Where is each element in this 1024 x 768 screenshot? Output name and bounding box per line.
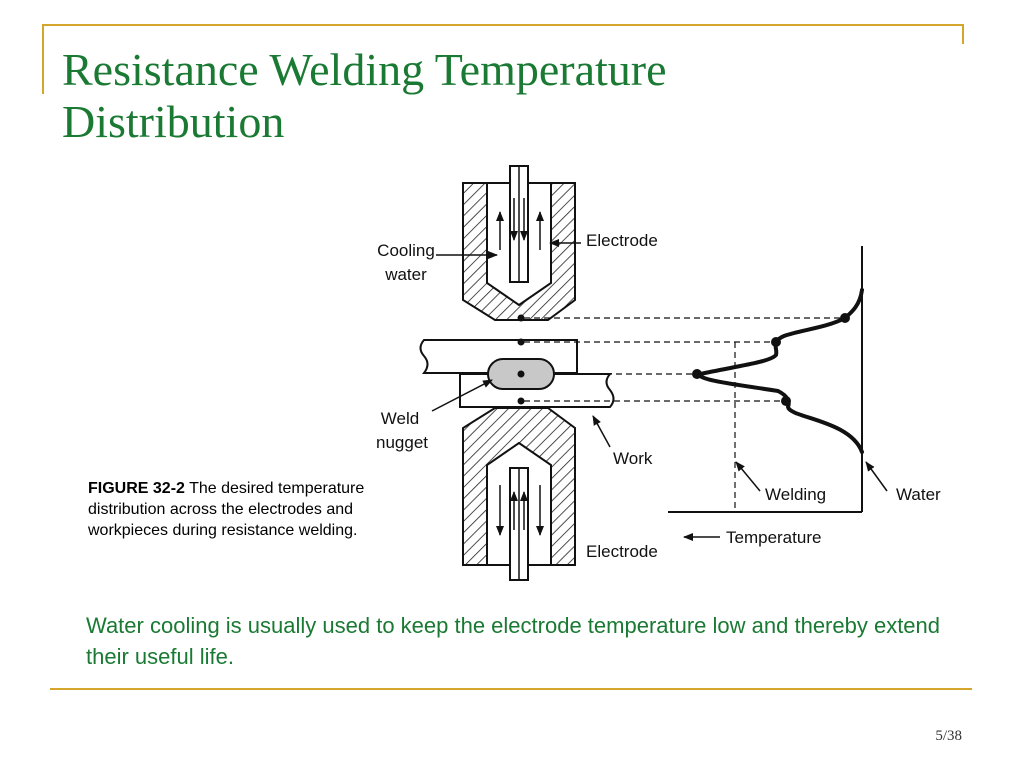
figure-caption-number: FIGURE 32-2 [88,480,185,497]
temperature-label: Temperature [726,528,821,547]
tip-point-upper [517,314,525,322]
figure-caption-text: The desired temperature distribution acr… [88,480,365,539]
frame-left-rule [42,24,44,94]
upper-electrode [462,165,576,321]
projection-lines [524,317,845,512]
frame-right-rule [962,24,964,44]
electrode-top-label: Electrode [586,231,658,250]
curve-point-nugget [692,369,702,379]
welding-label: Welding [765,485,826,504]
electrode-bottom-label: Electrode [586,542,658,561]
tip-point-lower [517,397,525,405]
lower-electrode [462,407,576,581]
cooling-water-label-line1: Cooling [377,241,435,260]
leader-arrows [431,239,888,541]
curve-point-interface [771,337,781,347]
interface-point-upper [517,338,525,346]
slide-title-line1: Resistance Welding Temperature [62,44,667,95]
curve-point-electrode [840,313,850,323]
temperature-curve [697,288,864,454]
weld-nugget-label-line2: nugget [376,433,428,452]
frame-bottom-rule [50,688,972,690]
weld-nugget-label-line1: Weld [381,409,419,428]
curve-point-interface-lower [781,396,791,406]
nugget-center-point [517,370,525,378]
page-number: 5/38 [935,728,962,744]
frame-top-rule [42,24,964,26]
temperature-graph [668,246,864,513]
slide-title: Resistance Welding Temperature Distribut… [62,44,942,148]
cooling-water-label-line2: water [384,265,427,284]
workpieces [419,339,615,408]
slide-body-text: Water cooling is usually used to keep th… [86,613,941,669]
figure-caption: FIGURE 32-2 The desired temperature dist… [88,478,378,541]
work-label: Work [613,449,653,468]
water-label: Water [896,485,941,504]
slide-title-line2: Distribution [62,96,285,147]
